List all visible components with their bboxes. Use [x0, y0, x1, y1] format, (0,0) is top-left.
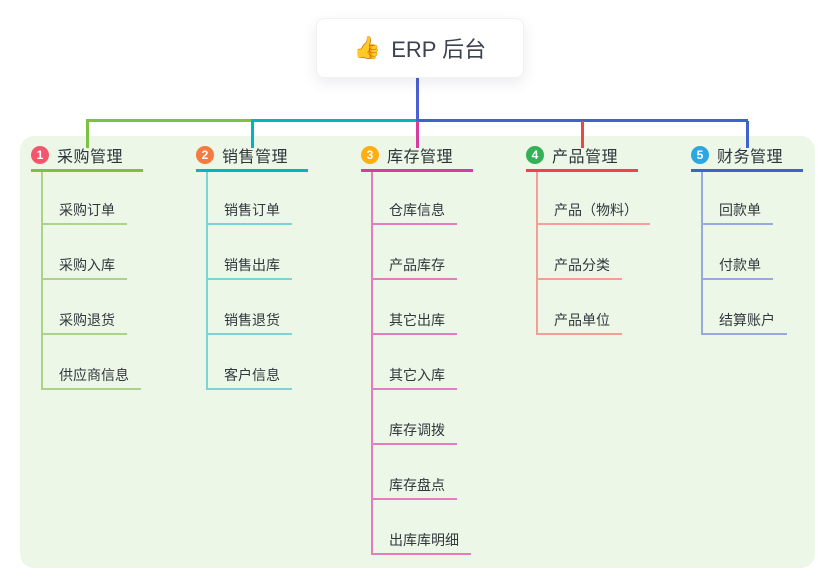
root-node-label: ERP 后台 [391, 37, 487, 62]
branch-number-badge: 5 [691, 146, 709, 164]
child-node-other-outbound[interactable]: 其它出库 [373, 280, 457, 335]
branch-label: 库存管理 [387, 149, 454, 166]
branch-sales: 2 销售管理 销售订单 销售出库 销售退货 客户信息 [196, 146, 308, 390]
connector-bus-mid-teal [251, 119, 418, 122]
connector-drop-purchase [86, 121, 89, 148]
branch-children: 仓库信息 产品库存 其它出库 其它入库 库存调拨 库存盘点 出库库明细 [371, 172, 471, 555]
branch-label: 财务管理 [717, 149, 784, 166]
branch-node-sales[interactable]: 2 销售管理 [196, 146, 308, 172]
child-node-supplier-info[interactable]: 供应商信息 [43, 335, 141, 390]
branch-inventory: 3 库存管理 仓库信息 产品库存 其它出库 其它入库 库存调拨 库存盘点 出库库… [361, 146, 473, 555]
child-node-purchase-inbound[interactable]: 采购入库 [43, 225, 127, 280]
branch-label: 采购管理 [57, 149, 124, 166]
branch-product: 4 产品管理 产品（物料） 产品分类 产品单位 [526, 146, 650, 335]
connector-drop-inventory [416, 121, 419, 148]
connector-root-vertical [416, 78, 419, 121]
connector-bus-left-green [86, 119, 252, 122]
branch-node-finance[interactable]: 5 财务管理 [691, 146, 803, 172]
connector-drop-sales [251, 121, 254, 148]
child-node-product-stock[interactable]: 产品库存 [373, 225, 457, 280]
child-node-purchase-return[interactable]: 采购退货 [43, 280, 127, 335]
child-node-purchase-order[interactable]: 采购订单 [43, 172, 127, 225]
branch-label: 产品管理 [552, 149, 619, 166]
branches-background-panel [20, 136, 815, 568]
connector-drop-finance [746, 121, 749, 148]
child-node-settlement-account[interactable]: 结算账户 [703, 280, 787, 335]
child-node-sales-return[interactable]: 销售退货 [208, 280, 292, 335]
branch-node-purchase[interactable]: 1 采购管理 [31, 146, 143, 172]
branch-number-badge: 2 [196, 146, 214, 164]
child-node-warehouse-info[interactable]: 仓库信息 [373, 172, 457, 225]
branch-node-inventory[interactable]: 3 库存管理 [361, 146, 473, 172]
child-node-outbound-detail[interactable]: 出库库明细 [373, 500, 471, 555]
branch-number-badge: 1 [31, 146, 49, 164]
child-node-stock-count[interactable]: 库存盘点 [373, 445, 457, 500]
branch-node-product[interactable]: 4 产品管理 [526, 146, 638, 172]
connector-drop-product [581, 121, 584, 148]
branch-finance: 5 财务管理 回款单 付款单 结算账户 [691, 146, 803, 335]
child-node-product-unit[interactable]: 产品单位 [538, 280, 622, 335]
branch-purchase: 1 采购管理 采购订单 采购入库 采购退货 供应商信息 [31, 146, 143, 390]
connector-bus-right-blue [416, 119, 748, 122]
child-node-sales-outbound[interactable]: 销售出库 [208, 225, 292, 280]
thumbs-up-icon: 👍 [353, 35, 382, 60]
child-node-payment[interactable]: 付款单 [703, 225, 773, 280]
branch-children: 回款单 付款单 结算账户 [701, 172, 787, 335]
branch-number-badge: 3 [361, 146, 379, 164]
child-node-sales-order[interactable]: 销售订单 [208, 172, 292, 225]
branch-children: 采购订单 采购入库 采购退货 供应商信息 [41, 172, 141, 390]
root-node[interactable]: 👍 ERP 后台 [316, 18, 524, 78]
child-node-receipt[interactable]: 回款单 [703, 172, 773, 225]
branch-label: 销售管理 [222, 149, 289, 166]
child-node-product-material[interactable]: 产品（物料） [538, 172, 650, 225]
branch-children: 销售订单 销售出库 销售退货 客户信息 [206, 172, 292, 390]
branch-number-badge: 4 [526, 146, 544, 164]
branch-children: 产品（物料） 产品分类 产品单位 [536, 172, 650, 335]
child-node-stock-transfer[interactable]: 库存调拨 [373, 390, 457, 445]
child-node-product-category[interactable]: 产品分类 [538, 225, 622, 280]
child-node-other-inbound[interactable]: 其它入库 [373, 335, 457, 390]
child-node-customer-info[interactable]: 客户信息 [208, 335, 292, 390]
